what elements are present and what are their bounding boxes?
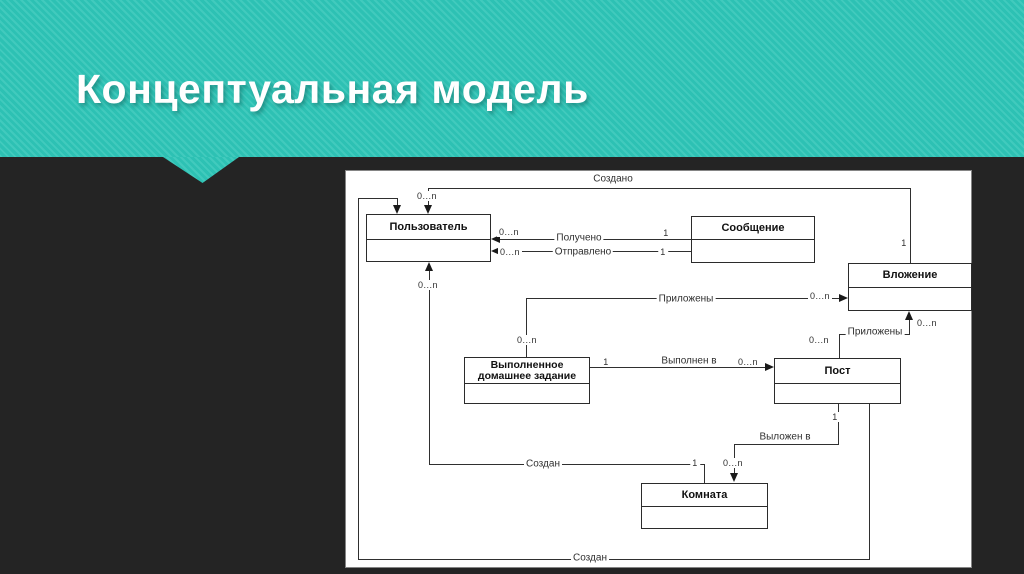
- entity-message: Сообщение: [691, 216, 815, 263]
- label-received: Получено: [554, 232, 604, 244]
- connector-created-bottom: [869, 404, 870, 560]
- connector-attached-post: [909, 320, 910, 334]
- cardinality-done-in-post: 0...n: [735, 357, 761, 367]
- entity-post: Пост: [774, 358, 901, 404]
- label-created-room: Создан: [524, 458, 562, 470]
- cardinality-attached-post-post: 0...n: [806, 335, 832, 345]
- cardinality-done-in-homework: 1: [601, 357, 611, 367]
- connector-posted-in: [734, 444, 839, 445]
- cardinality-posted-in-room: 0...n: [720, 458, 746, 468]
- connector-created-bottom: [358, 198, 398, 199]
- arrowhead-created-room-to-user: [425, 262, 433, 271]
- label-attached-hw: Приложены: [656, 293, 716, 305]
- cardinality-attached-post-attachment: 0...n: [914, 318, 940, 328]
- connector-created-top: [428, 188, 911, 189]
- diagram-panel: Пользователь Сообщение Вложение Выполнен…: [345, 170, 972, 568]
- connector-created-bottom: [397, 198, 398, 206]
- cardinality-sent-user: 0...n: [497, 247, 523, 257]
- connector-created-bottom: [358, 559, 870, 560]
- slide-header-band: [0, 0, 1024, 157]
- arrowhead-done-in-to-post: [765, 363, 774, 371]
- arrowhead-received-to-user: [491, 235, 500, 243]
- entity-homework-title-line1: Выполненное: [490, 358, 564, 371]
- arrowhead-created-bottom-to-user: [393, 205, 401, 214]
- cardinality-created-room-room: 1: [690, 458, 700, 468]
- connector-created-room: [704, 464, 705, 483]
- connector-created-room: [429, 464, 705, 465]
- cardinality-received-message: 1: [661, 228, 671, 238]
- label-created-top: Создано: [591, 173, 635, 185]
- connector-posted-in: [838, 404, 839, 444]
- entity-room: Комната: [641, 483, 768, 529]
- cardinality-posted-in-post: 1: [830, 412, 840, 422]
- label-posted-in: Выложен в: [757, 431, 813, 443]
- arrowhead-attached-hw-to-attachment: [839, 294, 848, 302]
- cardinality-created-top-attachment: 1: [899, 238, 909, 248]
- slide-title: Концептуальная модель: [76, 66, 589, 112]
- entity-attachment: Вложение: [848, 263, 972, 311]
- cardinality-sent-message: 1: [658, 247, 668, 257]
- arrowhead-attached-post-to-attachment: [905, 311, 913, 320]
- label-created-bottom: Создан: [571, 552, 609, 564]
- label-attached-post: Приложены: [845, 326, 905, 338]
- entity-post-title: Пост: [775, 359, 900, 384]
- cardinality-attached-hw-homework: 0...n: [514, 335, 540, 345]
- label-done-in: Выполнен в: [659, 355, 719, 367]
- entity-message-title: Сообщение: [692, 217, 814, 240]
- cardinality-received-user: 0...n: [496, 227, 522, 237]
- arrowhead-posted-in-to-room: [730, 473, 738, 482]
- entity-user: Пользователь: [366, 214, 491, 262]
- entity-homework: Выполненное домашнее задание: [464, 357, 590, 404]
- entity-attachment-title: Вложение: [849, 264, 971, 288]
- connector-created-top: [910, 188, 911, 263]
- entity-homework-title-line2: домашнее задание: [477, 369, 577, 382]
- connector-created-bottom: [358, 198, 359, 560]
- arrowhead-created-top-to-user: [424, 205, 432, 214]
- arrowhead-sent-to-user: [491, 247, 500, 255]
- header-notch-pointer: [163, 157, 239, 183]
- entity-room-title: Комната: [642, 484, 767, 507]
- connector-attached-hw: [526, 298, 527, 357]
- connector-created-room: [429, 271, 430, 464]
- connector-attached-post: [839, 334, 840, 358]
- cardinality-created-top-user: 0...n: [414, 191, 440, 201]
- entity-homework-title: Выполненное домашнее задание: [465, 358, 589, 384]
- cardinality-attached-hw-attachment: 0...n: [807, 291, 833, 301]
- label-sent: Отправлено: [552, 246, 614, 258]
- cardinality-created-room-user: 0...n: [415, 280, 441, 290]
- entity-user-title: Пользователь: [367, 215, 490, 240]
- connector-done-in: [590, 367, 766, 368]
